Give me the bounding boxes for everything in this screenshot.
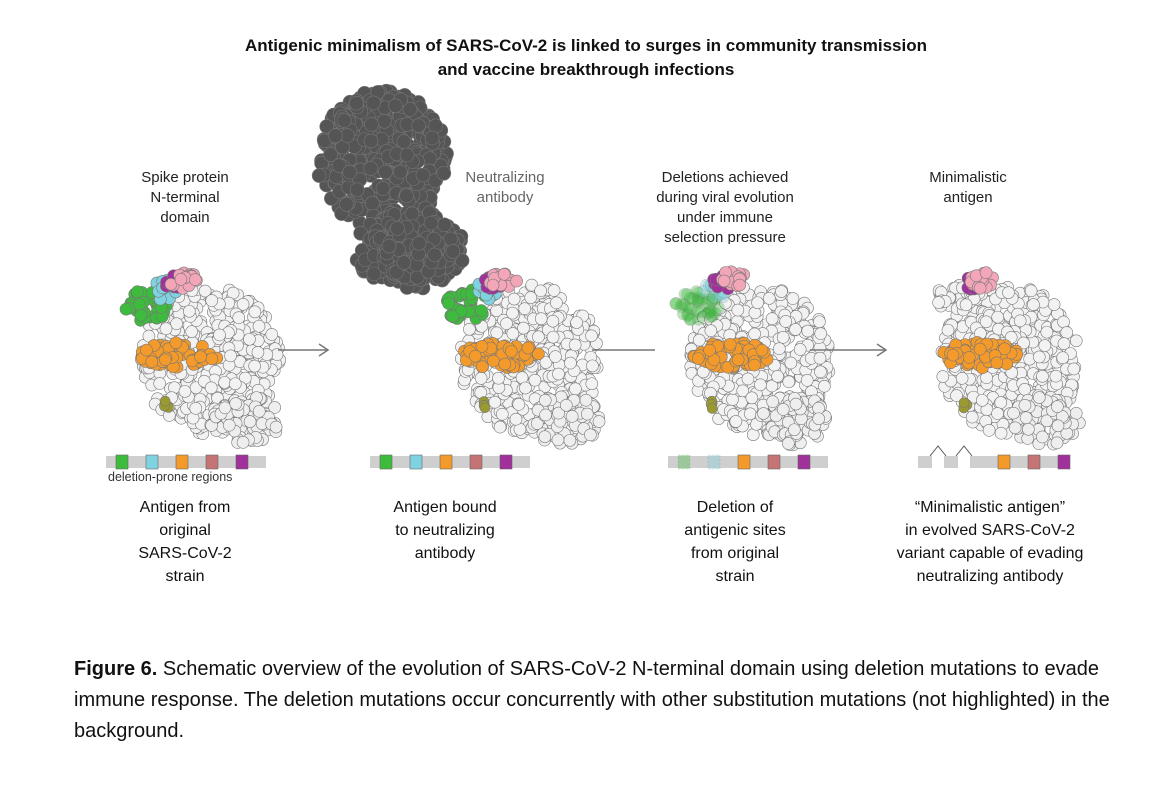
- region-rose: [767, 454, 781, 470]
- region-green: [677, 454, 691, 470]
- arrowhead-icon: [318, 343, 330, 357]
- region-green: [379, 454, 393, 470]
- region-magenta: [235, 454, 249, 470]
- deletion-prone-label: deletion-prone regions: [108, 470, 233, 484]
- figure-number: Figure 6.: [74, 658, 158, 680]
- region-rose: [205, 454, 219, 470]
- title-line: Antigenic minimalism of SARS-CoV-2 is li…: [244, 36, 928, 55]
- protein-antibody-bound: [441, 267, 606, 450]
- protein-original-antigen: [119, 266, 287, 449]
- region-bar-original: [106, 454, 266, 470]
- region-rose: [469, 454, 483, 470]
- region-cyan: [145, 454, 159, 470]
- region-orange: [997, 454, 1011, 470]
- region-magenta: [797, 454, 811, 470]
- protein-minimalistic-antigen: [932, 266, 1086, 451]
- figure-caption: Figure 6. Schematic overview of the evol…: [74, 654, 1114, 747]
- region-orange: [175, 454, 189, 470]
- region-bar-deleted: [668, 454, 828, 470]
- figure-title: Antigenic minimalism of SARS-CoV-2 is li…: [0, 34, 1172, 82]
- region-bar-minimal: [918, 445, 1071, 470]
- caption-panel-4: “Minimalistic antigen”in evolved SARS-Co…: [896, 499, 1084, 585]
- region-magenta: [1057, 454, 1071, 470]
- region-orange: [439, 454, 453, 470]
- region-magenta: [499, 454, 513, 470]
- title-line: and vaccine breakthrough infections: [437, 60, 735, 79]
- protein-deleted-sites: [669, 265, 836, 452]
- region-cyan: [409, 454, 423, 470]
- region-rose: [1027, 454, 1041, 470]
- region-bar-bound: [370, 454, 530, 470]
- region-green: [115, 454, 129, 470]
- neutralizing-antibody-structure: [311, 83, 470, 296]
- caption-text: Schematic overview of the evolution of S…: [74, 658, 1110, 742]
- arrowhead-icon: [876, 343, 888, 357]
- region-cyan: [707, 454, 721, 470]
- region-orange: [737, 454, 751, 470]
